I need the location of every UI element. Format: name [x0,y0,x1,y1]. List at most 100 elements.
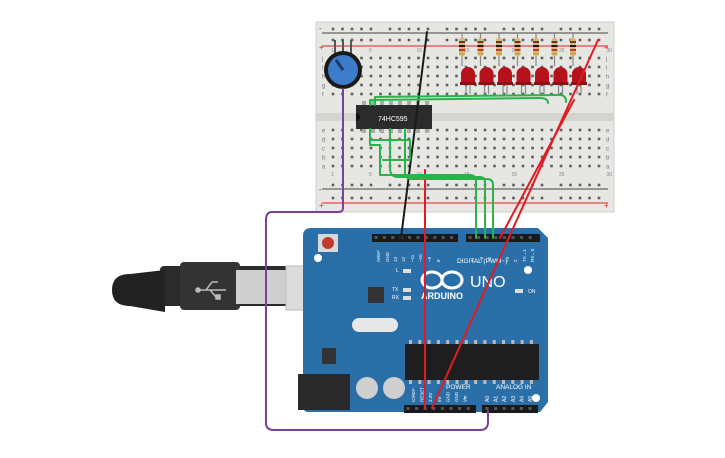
header-pin[interactable] [406,407,410,410]
breadboard-hole[interactable] [550,74,553,78]
breadboard-hole[interactable] [493,56,496,60]
rail-hole[interactable] [578,38,582,42]
rail-hole[interactable] [597,183,601,187]
breadboard-hole[interactable] [502,128,506,132]
rail-hole[interactable] [388,183,392,187]
breadboard-hole[interactable] [360,128,363,132]
breadboard-hole[interactable] [436,137,439,141]
breadboard-hole[interactable] [588,155,591,159]
rail-hole[interactable] [521,196,525,200]
header-pin[interactable] [528,236,532,239]
breadboard-hole[interactable] [559,137,563,141]
rail-hole[interactable] [398,196,401,200]
breadboard-hole[interactable] [426,92,430,96]
rail-hole[interactable] [540,183,544,187]
rail-hole[interactable] [369,27,373,31]
breadboard-hole[interactable] [407,83,411,87]
breadboard-hole[interactable] [407,65,411,69]
reset-button[interactable] [322,237,334,249]
breadboard-hole[interactable] [597,74,601,78]
breadboard-hole[interactable] [483,164,487,168]
rail-hole[interactable] [417,196,420,200]
resistor[interactable] [570,33,576,66]
breadboard-hole[interactable] [407,92,411,96]
breadboard-hole[interactable] [531,164,534,168]
breadboard-hole[interactable] [464,128,468,132]
breadboard-hole[interactable] [331,155,335,159]
breadboard-hole[interactable] [407,56,411,60]
breadboard-hole[interactable] [540,92,544,96]
breadboard-hole[interactable] [360,92,363,96]
rail-hole[interactable] [455,196,458,200]
breadboard-hole[interactable] [550,155,553,159]
breadboard-hole[interactable] [597,56,601,60]
breadboard-hole[interactable] [569,74,572,78]
breadboard-hole[interactable] [569,92,572,96]
breadboard-hole[interactable] [350,155,354,159]
rail-hole[interactable] [350,27,354,31]
breadboard-hole[interactable] [417,56,420,60]
breadboard-hole[interactable] [474,128,477,132]
rail-hole[interactable] [588,183,591,187]
led-red[interactable] [534,67,550,94]
rail-hole[interactable] [398,183,401,187]
rail-hole[interactable] [445,27,449,31]
breadboard-hole[interactable] [559,164,563,168]
breadboard-hole[interactable] [398,65,401,69]
breadboard-hole[interactable] [350,128,354,132]
breadboard-hole[interactable] [436,155,439,159]
breadboard-hole[interactable] [597,83,601,87]
header-pin[interactable] [502,407,506,410]
breadboard-hole[interactable] [569,128,572,132]
breadboard-hole[interactable] [502,65,506,69]
rail-hole[interactable] [331,183,335,187]
rail-hole[interactable] [512,38,515,42]
breadboard-hole[interactable] [426,74,430,78]
breadboard-hole[interactable] [445,146,449,150]
rail-hole[interactable] [521,183,525,187]
breadboard-hole[interactable] [550,146,553,150]
header-pin[interactable] [449,407,453,410]
breadboard-hole[interactable] [550,56,553,60]
rail-hole[interactable] [341,27,344,31]
rail-hole[interactable] [350,183,354,187]
rail-hole[interactable] [426,196,430,200]
breadboard-hole[interactable] [417,83,420,87]
rail-hole[interactable] [369,196,373,200]
rail-hole[interactable] [502,183,506,187]
breadboard-hole[interactable] [502,56,506,60]
breadboard-hole[interactable] [493,164,496,168]
breadboard-hole[interactable] [455,92,458,96]
breadboard-hole[interactable] [559,155,563,159]
rail-hole[interactable] [360,27,363,31]
breadboard-hole[interactable] [588,137,591,141]
breadboard-hole[interactable] [512,155,515,159]
breadboard-hole[interactable] [455,146,458,150]
rail-hole[interactable] [474,27,477,31]
rail-hole[interactable] [483,27,487,31]
breadboard-hole[interactable] [398,74,401,78]
breadboard-hole[interactable] [398,155,401,159]
breadboard-hole[interactable] [445,74,449,78]
breadboard-hole[interactable] [350,146,354,150]
header-pin[interactable] [494,236,498,239]
resistor[interactable] [514,33,521,66]
breadboard-hole[interactable] [474,146,477,150]
breadboard-hole[interactable] [455,164,458,168]
breadboard-hole[interactable] [540,56,544,60]
breadboard-hole[interactable] [540,155,544,159]
breadboard-hole[interactable] [531,137,534,141]
breadboard-hole[interactable] [502,146,506,150]
breadboard-hole[interactable] [436,128,439,132]
breadboard-hole[interactable] [559,65,563,69]
breadboard-hole[interactable] [550,83,553,87]
resistor[interactable] [477,33,484,66]
breadboard-hole[interactable] [417,164,420,168]
breadboard-hole[interactable] [502,92,506,96]
breadboard-hole[interactable] [455,128,458,132]
header-pin[interactable] [432,407,436,410]
breadboard-hole[interactable] [417,146,420,150]
breadboard-hole[interactable] [569,137,572,141]
rail-hole[interactable] [521,27,525,31]
header-pin[interactable] [415,407,419,410]
